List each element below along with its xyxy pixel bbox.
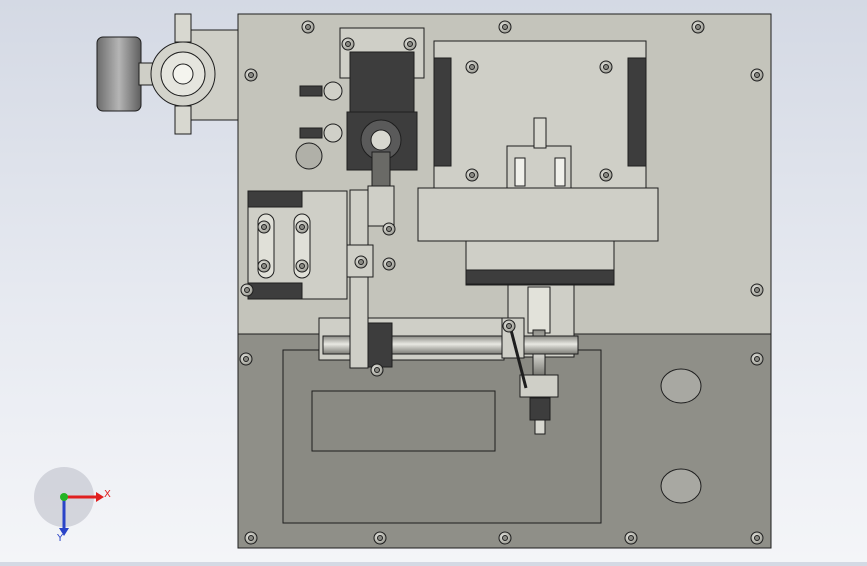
lower-window (311, 390, 496, 452)
mounting-bolts (239, 20, 764, 545)
valve-port-bottom (174, 105, 192, 135)
plunger-clamp (519, 374, 559, 398)
fitting-stem-2 (299, 127, 323, 139)
lever-arm (349, 189, 369, 369)
plate-hole (295, 142, 323, 170)
bolt-socket (407, 41, 413, 47)
triad-origin-ball (60, 493, 68, 501)
bolt-socket (628, 535, 634, 541)
plunger-tip (534, 419, 546, 435)
probe-pin (533, 117, 547, 149)
bolt-socket (754, 287, 760, 293)
bolt-socket (243, 356, 249, 362)
bolt-socket (299, 263, 305, 269)
cylinder-rod (371, 151, 391, 187)
pressure-gauge (96, 36, 142, 112)
fixture-slot-left (433, 57, 452, 167)
fixture-carriage (417, 187, 659, 242)
bolt-socket (469, 172, 475, 178)
fitting-stem-1 (299, 85, 323, 97)
plunger-nut (529, 397, 551, 421)
probe-post-left (514, 157, 526, 187)
bolt-socket (261, 263, 267, 269)
bolt-socket (502, 24, 508, 30)
bolt-socket (305, 24, 311, 30)
fixture-base-shadow (465, 269, 615, 285)
bolt-socket (374, 367, 380, 373)
bolt-socket (603, 64, 609, 70)
lower-disc-bottom (660, 468, 702, 504)
bolt-socket (754, 356, 760, 362)
pneumatic-fitting-2 (323, 123, 343, 143)
valve-core (172, 63, 194, 85)
bolt-socket (469, 64, 475, 70)
motor-hub-inner (370, 129, 392, 151)
rod-end (367, 185, 395, 227)
bolt-socket (248, 72, 254, 78)
bolt-socket (386, 261, 392, 267)
bolt-socket (261, 224, 267, 230)
triad-y-label: Y (56, 533, 64, 544)
mechanical-assembly[interactable] (96, 13, 772, 549)
valve-port-top (174, 13, 192, 43)
bolt-socket (358, 259, 364, 265)
bolt-socket (299, 224, 305, 230)
coordinate-triad: X Y (34, 467, 111, 544)
triad-y-arrowhead (59, 528, 69, 536)
side-block-edge-top (247, 190, 303, 208)
pneumatic-fitting-1 (323, 81, 343, 101)
bolt-socket (386, 226, 392, 232)
slide-rail (527, 286, 551, 334)
bolt-socket (754, 535, 760, 541)
fixture-slot-right (627, 57, 647, 167)
bolt-socket (377, 535, 383, 541)
bolt-socket (695, 24, 701, 30)
bolt-socket (248, 535, 254, 541)
link-bar (509, 329, 528, 389)
bolt-socket (244, 287, 250, 293)
triad-x-arrowhead (96, 492, 104, 502)
bolt-socket (506, 323, 512, 329)
probe-post-right (554, 157, 566, 187)
bolt-socket (754, 72, 760, 78)
bolt-socket (603, 172, 609, 178)
bolt-socket (345, 41, 351, 47)
side-block-edge-bottom (247, 282, 303, 300)
triad-x-label: X (104, 489, 111, 500)
bolt-socket (502, 535, 508, 541)
lower-disc-top (660, 368, 702, 404)
rod-collar (365, 322, 393, 368)
